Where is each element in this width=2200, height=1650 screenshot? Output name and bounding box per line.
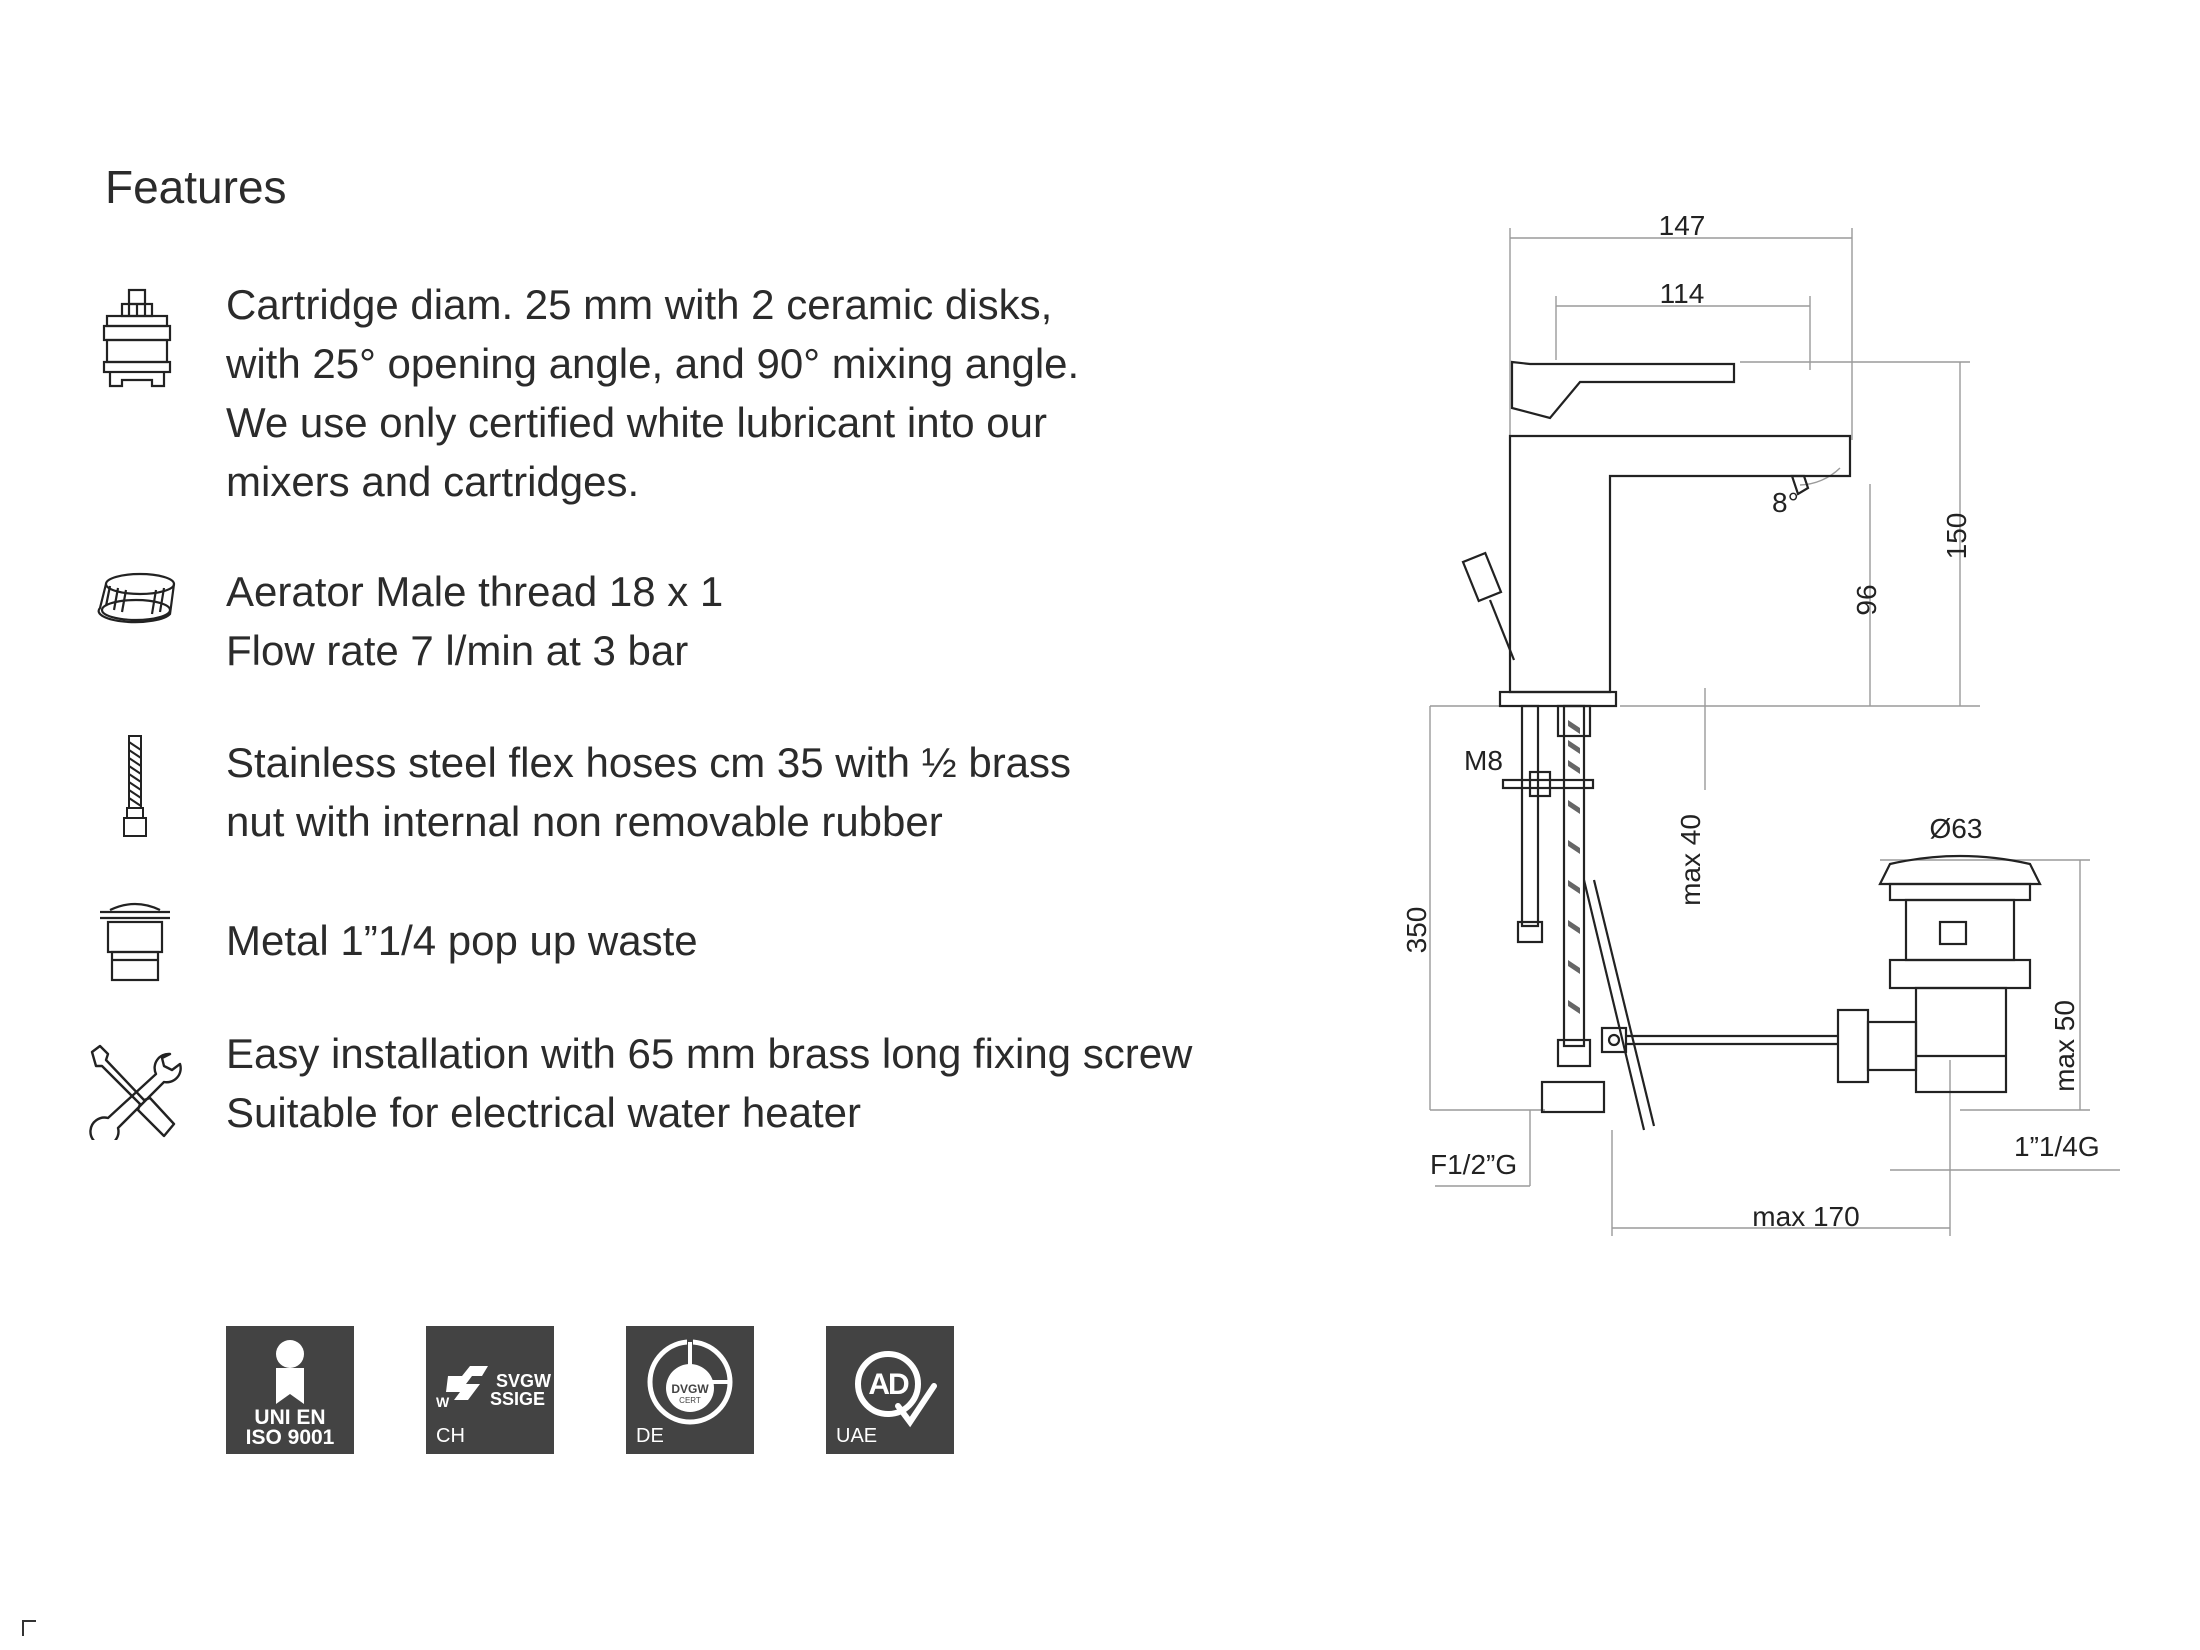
dim-max-40: max 40 [1675,814,1706,906]
feature-line: Suitable for electrical water heater [226,1089,861,1136]
feature-line: nut with internal non removable rubber [226,798,943,845]
dim-150: 150 [1941,513,1972,560]
cert-code: UAE [836,1425,878,1447]
ad-icon [855,1351,937,1428]
dim-diameter-63: Ø63 [1930,813,1983,844]
feature-line: Cartridge diam. 25 mm with 2 ceramic dis… [226,281,1053,328]
technical-drawing: 147 114 8° 150 96 M8 max 40 Ø63 350 max … [1380,190,2120,1255]
tools-icon [86,1044,184,1147]
flex-hose-icon [120,734,150,845]
aerator-icon [96,570,178,631]
dvgw-line1: DVGW [671,1382,709,1396]
iso-line1: UNI EN [254,1406,326,1429]
page-title: Features [105,161,287,213]
dim-m8: M8 [1464,745,1503,776]
iso-label: UNI EN ISO 9001 [226,1406,354,1449]
cartridge-icon [102,288,172,393]
dim-max-170: max 170 [1752,1201,1859,1232]
feature-line: Aerator Male thread 18 x 1 [226,568,724,615]
feature-line: with 25° opening angle, and 90° mixing a… [226,340,1080,387]
dim-angle: 8° [1772,487,1799,518]
dim-max-50: max 50 [2049,1000,2080,1092]
ad-badge: AD UAE [826,1326,954,1454]
dim-350: 350 [1401,907,1432,954]
feature-line: Flow rate 7 l/min at 3 bar [226,627,689,674]
svgw-prefix: W [436,1394,450,1410]
dim-waste-thread: 1”1/4G [2014,1131,2100,1162]
ad-text: AD [868,1368,909,1401]
feature-line: Easy installation with 65 mm brass long … [226,1030,1193,1077]
dvgw-line2: CERT [679,1396,701,1405]
feature-line: Stainless steel flex hoses cm 35 with ½ … [226,739,1072,786]
faucet-drawing: 147 114 8° 150 96 M8 max 40 Ø63 350 max … [1401,210,2120,1236]
pop-up-waste-icon [98,898,172,989]
iso-9001-icon [276,1340,304,1404]
crop-mark [22,1620,38,1636]
svgw-icon [446,1366,488,1400]
svgw-badge: W SVGW SSIGE CH [426,1326,554,1454]
svgw-line2: SSIGE [490,1389,546,1409]
dim-inlet-thread: F1/2”G [1430,1149,1517,1180]
feature-line: mixers and cartridges. [226,458,640,505]
iso-line2: ISO 9001 [245,1426,335,1449]
dim-96: 96 [1851,584,1882,615]
iso-9001-badge: UNI EN ISO 9001 [226,1326,354,1454]
dvgw-badge: DVGW CERT DE [626,1326,754,1454]
svgw-line1: SVGW [496,1371,552,1391]
dim-147: 147 [1659,210,1706,241]
cert-code: DE [636,1425,664,1447]
feature-line: We use only certified white lubricant in… [226,399,1047,446]
cert-code: CH [436,1425,465,1447]
dim-114: 114 [1660,278,1705,309]
dvgw-icon [647,1338,733,1425]
feature-line: Metal 1”1/4 pop up waste [226,917,698,964]
